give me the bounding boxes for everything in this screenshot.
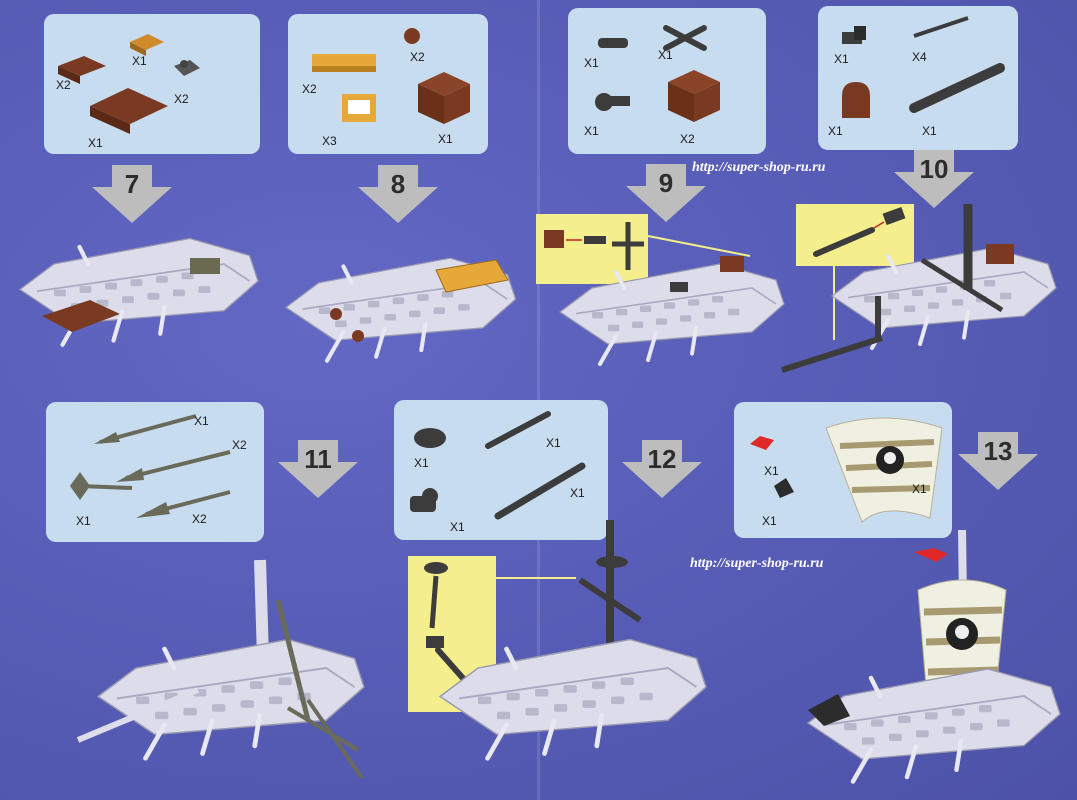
step-11-arrow: 11 (278, 440, 358, 498)
step-11-parts-panel: X1 X2 X1 X2 (46, 402, 264, 542)
step-10-ship (781, 204, 1072, 373)
step-8-arrow: 8 (358, 165, 438, 223)
qty-label: X1 (414, 456, 429, 470)
step-number: 8 (391, 169, 405, 199)
qty-label: X1 (828, 124, 843, 138)
qty-label: X1 (912, 482, 927, 496)
qty-label: X2 (680, 132, 695, 146)
step-number: 9 (659, 168, 673, 198)
qty-label: X1 (764, 464, 779, 478)
step-8-ship (286, 250, 526, 390)
step-number: 12 (648, 444, 677, 474)
qty-label: X1 (132, 54, 147, 68)
qty-label: X1 (570, 486, 585, 500)
qty-label: X2 (174, 92, 189, 106)
step-10-callout-illustration (813, 206, 906, 257)
step-7-arrow: 7 (92, 165, 172, 223)
step-12-arrow: 12 (622, 440, 702, 498)
step-13-ship (798, 529, 1068, 795)
qty-label: X1 (450, 520, 465, 534)
step-9-arrow: 9 (626, 164, 706, 222)
step-12-ship (440, 520, 730, 790)
qty-label: X1 (194, 414, 209, 428)
qty-label: X2 (302, 82, 317, 96)
step-9-parts-panel: X1 X1 X1 X2 (568, 8, 766, 154)
qty-label: X1 (658, 48, 673, 62)
step-7-parts-illustration (58, 34, 200, 134)
step-7-parts-panel: X1 X2 X2 X1 (44, 14, 260, 154)
qty-label: X2 (56, 78, 71, 92)
qty-label: X2 (232, 438, 247, 452)
step-9-parts-illustration (595, 25, 720, 122)
step-8-parts-illustration (312, 28, 470, 124)
step-number: 10 (920, 154, 949, 184)
qty-label: X1 (546, 436, 561, 450)
qty-label: X1 (584, 56, 599, 70)
step-12-parts-illustration (410, 411, 586, 520)
step-number: 13 (984, 436, 1013, 466)
qty-label: X2 (410, 50, 425, 64)
qty-label: X1 (88, 136, 103, 150)
step-9-callout-illustration (544, 222, 644, 270)
step-13-parts-illustration (750, 417, 943, 523)
qty-label: X1 (76, 514, 91, 528)
qty-label: X2 (192, 512, 207, 526)
step-10-parts-panel: X4 X1 X1 X1 (818, 6, 1018, 150)
step-9-detail-callout (536, 214, 648, 284)
qty-label: X1 (922, 124, 937, 138)
step-11-parts-illustration (70, 414, 231, 518)
watermark-url: http://super-shop-ru.ru (690, 556, 824, 571)
step-9-ship (560, 235, 790, 396)
qty-label: X1 (834, 52, 849, 66)
step-10-parts-illustration (842, 16, 1005, 118)
step-8-parts-panel: X2 X2 X3 X1 (288, 14, 488, 154)
step-number: 7 (125, 169, 139, 199)
step-10-detail-callout (796, 204, 914, 266)
step-7-ship (20, 230, 260, 380)
qty-label: X4 (912, 50, 927, 64)
step-12-parts-panel: X1 X1 X1 X1 (394, 400, 608, 540)
qty-label: X3 (322, 134, 337, 148)
step-11-ship (76, 559, 398, 780)
qty-label: X1 (438, 132, 453, 146)
watermark-url: http://super-shop-ru.ru (692, 160, 826, 175)
step-number: 11 (304, 444, 332, 474)
qty-label: X1 (584, 124, 599, 138)
step-13-parts-panel: X1 X1 X1 (734, 402, 952, 538)
qty-label: X1 (762, 514, 777, 528)
step-13-arrow: 13 (958, 432, 1038, 490)
step-10-arrow: 10 (894, 150, 974, 208)
